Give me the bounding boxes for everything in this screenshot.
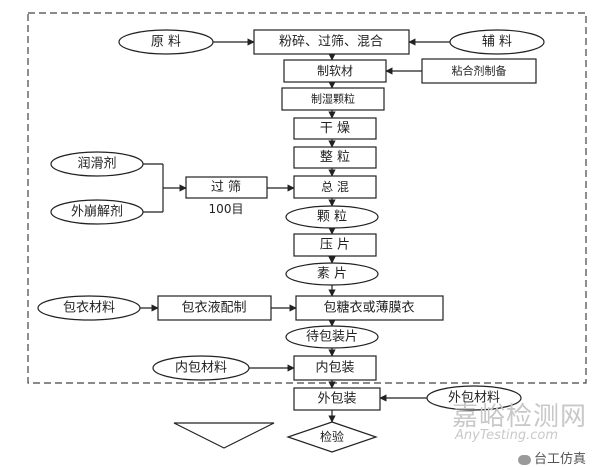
node-crush-sieve-mix <box>253 29 410 55</box>
connectors <box>140 38 450 423</box>
node-tablets-to-pack <box>285 325 379 349</box>
label-wet-granules: 制湿颗粒 <box>311 92 355 106</box>
watermark-source-label: 台工仿真 <box>534 452 587 467</box>
node-outer-packaging <box>293 387 381 411</box>
label-binder-prep: 粘合剂制备 <box>452 64 507 78</box>
label-inner-packaging: 内包装 <box>315 360 354 376</box>
node-coating-material <box>37 295 141 321</box>
wechat-icon <box>518 454 531 465</box>
label-coating: 包糖衣或薄膜衣 <box>323 300 414 316</box>
node-total-mix <box>293 175 377 199</box>
label-outer-pack-material: 外包材料 <box>448 391 500 406</box>
watermark-site-en: AnyTesting.com <box>455 428 559 443</box>
label-inner-pack-material: 内包材料 <box>175 360 227 376</box>
node-granules <box>285 205 379 229</box>
label-soft-material: 制软材 <box>317 64 353 78</box>
node-inner-packaging <box>293 355 377 381</box>
watermark-source: 台工仿真 <box>518 448 586 467</box>
label-coating-solution-prep: 包衣液配制 <box>181 300 246 316</box>
node-auxiliary-material <box>449 29 545 55</box>
label-tablets-to-pack: 待包装片 <box>306 330 358 345</box>
label-lubricant: 润滑剂 <box>77 157 116 172</box>
node-lubricant <box>50 151 144 177</box>
label-tablet-press: 压 片 <box>320 238 350 253</box>
node-inner-pack-material <box>152 355 250 381</box>
node-tablet-press <box>293 233 377 257</box>
label-granules: 颗 粒 <box>317 210 347 225</box>
label-inspection: 检验 <box>320 429 344 444</box>
label-ext-disintegrant: 外崩解剂 <box>71 205 123 220</box>
dashed-boundary <box>27 12 587 384</box>
label-plain-tablet: 素 片 <box>317 267 347 282</box>
label-coating-material: 包衣材料 <box>63 300 115 316</box>
node-ext-disintegrant <box>50 199 144 225</box>
label-sieving: 过 筛 <box>211 180 241 195</box>
node-binder-prep <box>421 58 537 84</box>
label-auxiliary-material: 辅 料 <box>482 35 512 50</box>
label-raw-material: 原 料 <box>151 35 181 50</box>
node-sieving <box>185 176 268 199</box>
label-mesh-size: 100目 <box>209 202 244 216</box>
node-raw-material <box>118 29 214 55</box>
node-outer-pack-material <box>426 385 522 411</box>
node-sizing <box>293 146 377 169</box>
watermark-site-cn: 嘉峪检测网 <box>452 402 588 432</box>
node-wet-granules <box>281 87 385 111</box>
label-sizing: 整 粒 <box>320 150 350 165</box>
label-outer-packaging: 外包装 <box>317 392 356 407</box>
label-crush-sieve-mix: 粉碎、过筛、混合 <box>279 35 383 50</box>
label-total-mix: 总 混 <box>321 180 349 194</box>
node-drying <box>293 117 377 140</box>
triangle-shape <box>173 422 275 449</box>
node-plain-tablet <box>285 262 379 286</box>
node-coating-solution-prep <box>157 295 272 321</box>
label-drying: 干 燥 <box>320 121 350 136</box>
node-inspection <box>286 421 378 453</box>
node-soft-material <box>283 59 387 83</box>
node-coating <box>295 295 444 321</box>
